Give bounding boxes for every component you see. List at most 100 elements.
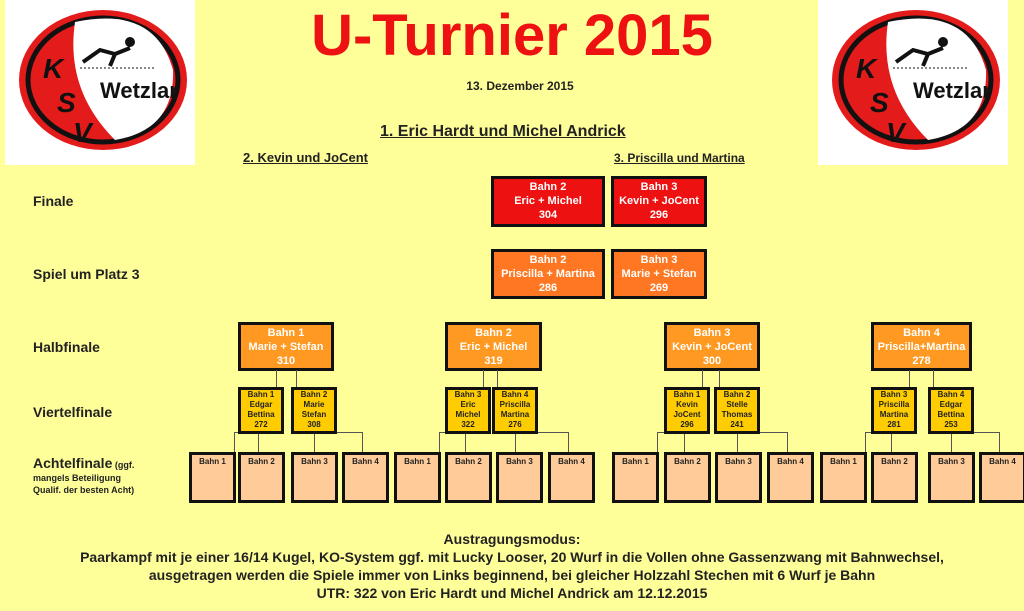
viertelfinale-match-p2: Thomas bbox=[721, 410, 753, 419]
connector-line bbox=[657, 432, 658, 452]
finale-match-bahn: Bahn 2 bbox=[529, 181, 567, 193]
connector-line bbox=[657, 432, 664, 433]
connector-line bbox=[296, 370, 297, 387]
viertelfinale-match-p1: Priscilla bbox=[499, 400, 531, 409]
svg-text:V: V bbox=[73, 117, 94, 148]
rules-line: Paarkampf mit je einer 16/14 Kugel, KO-S… bbox=[80, 549, 944, 565]
svg-text:V: V bbox=[886, 117, 907, 148]
viertelfinale-match-p2: Stefan bbox=[301, 410, 327, 419]
finale-match-team: Eric + Michel bbox=[514, 195, 582, 207]
achtel-note: (ggf. bbox=[112, 460, 135, 470]
connector-line bbox=[497, 370, 498, 387]
rules-line: ausgetragen werden die Spiele immer von … bbox=[148, 567, 876, 583]
svg-text:Wetzlar: Wetzlar bbox=[100, 78, 178, 103]
achtelfinale-slot: Bahn 3 bbox=[928, 452, 975, 503]
finale-match-score: 304 bbox=[538, 209, 558, 221]
viertelfinale-match-bahn: Bahn 2 bbox=[300, 390, 328, 399]
first-place: 1. Eric Hardt und Michel Andrick bbox=[380, 123, 626, 140]
viertelfinale-match-score: 296 bbox=[680, 420, 694, 429]
viertelfinale-match-p1: Kevin bbox=[676, 400, 698, 409]
halbfinale-match-team: Priscilla+Martina bbox=[877, 341, 966, 353]
finale-match-score: 296 bbox=[649, 209, 669, 221]
row-label-halbfinale: Halbfinale bbox=[33, 339, 100, 355]
viertelfinale-match-p1: Priscilla bbox=[878, 400, 910, 409]
halbfinale-match-bahn: Bahn 1 bbox=[267, 327, 305, 339]
viertelfinale-match-bahn: Bahn 1 bbox=[673, 390, 701, 399]
viertelfinale-match-p2: Bettina bbox=[247, 410, 275, 419]
finale-match-team: Kevin + JoCent bbox=[619, 195, 699, 207]
viertelfinale-match-p1: Stelle bbox=[726, 400, 748, 409]
viertelfinale-match-bahn: Bahn 4 bbox=[501, 390, 529, 399]
viertelfinale-match-p2: Martina bbox=[500, 410, 530, 419]
connector-line bbox=[865, 432, 866, 452]
row-label-finale: Finale bbox=[33, 193, 74, 209]
halbfinale-match-score: 310 bbox=[276, 355, 296, 367]
connector-line bbox=[314, 434, 315, 452]
connector-line bbox=[439, 432, 445, 433]
viertelfinale-match-bahn: Bahn 3 bbox=[880, 390, 908, 399]
connector-line bbox=[362, 432, 363, 452]
platz3-match-score: 286 bbox=[538, 282, 558, 294]
viertelfinale-match-p2: Michel bbox=[455, 410, 481, 419]
connector-line bbox=[538, 432, 568, 433]
connector-line bbox=[760, 432, 787, 433]
connector-line bbox=[258, 434, 259, 452]
achtelfinale-slot: Bahn 1 bbox=[612, 452, 659, 503]
viertelfinale-match-p2: Bettina bbox=[937, 410, 965, 419]
achtelfinale-slot: Bahn 2 bbox=[871, 452, 918, 503]
row-label-platz3: Spiel um Platz 3 bbox=[33, 266, 140, 282]
event-date: 13. Dezember 2015 bbox=[466, 79, 574, 93]
viertelfinale-match-p2: JoCent bbox=[673, 410, 701, 419]
platz3-match-bahn: Bahn 2 bbox=[529, 254, 567, 266]
viertelfinale-match-bahn: Bahn 1 bbox=[247, 390, 275, 399]
connector-line bbox=[909, 370, 910, 387]
achtelfinale-slot: Bahn 3 bbox=[291, 452, 338, 503]
connector-line bbox=[933, 370, 934, 387]
achtelfinale-label: Achtelfinale bbox=[33, 455, 113, 471]
connector-line bbox=[865, 432, 871, 433]
rules-heading: Austragungsmodus: bbox=[443, 531, 581, 547]
connector-line bbox=[465, 434, 466, 452]
viertelfinale-match-score: 241 bbox=[730, 420, 744, 429]
achtelfinale-slot: Bahn 4 bbox=[342, 452, 389, 503]
footer-rules: Austragungsmodus: Paarkampf mit je einer… bbox=[0, 530, 1024, 602]
svg-text:S: S bbox=[870, 87, 889, 118]
achtel-note: Qualif. der besten Acht) bbox=[33, 485, 135, 495]
viertelfinale-match-score: 272 bbox=[254, 420, 268, 429]
achtelfinale-slot: Bahn 3 bbox=[496, 452, 543, 503]
svg-text:Wetzlar: Wetzlar bbox=[913, 78, 991, 103]
halbfinale-match-score: 300 bbox=[702, 355, 722, 367]
viertelfinale-match-bahn: Bahn 2 bbox=[723, 390, 751, 399]
viertelfinale-match-p1: Edgar bbox=[249, 400, 273, 409]
second-place: 2. Kevin und JoCent bbox=[243, 150, 368, 165]
platz3-match-bahn: Bahn 3 bbox=[640, 254, 678, 266]
achtelfinale-slot: Bahn 4 bbox=[979, 452, 1024, 503]
connector-line bbox=[702, 370, 703, 387]
connector-line bbox=[974, 432, 999, 433]
connector-line bbox=[999, 432, 1000, 452]
halbfinale-match-team: Eric + Michel bbox=[459, 341, 528, 353]
halbfinale-match-bahn: Bahn 3 bbox=[693, 327, 731, 339]
svg-text:K: K bbox=[43, 53, 65, 84]
connector-line bbox=[276, 370, 277, 387]
page-title: U-Turnier 2015 bbox=[311, 3, 713, 68]
platz3-match-score: 269 bbox=[649, 282, 669, 294]
viertelfinale-match-score: 276 bbox=[508, 420, 522, 429]
connector-line bbox=[737, 434, 738, 452]
connector-line bbox=[568, 432, 569, 452]
